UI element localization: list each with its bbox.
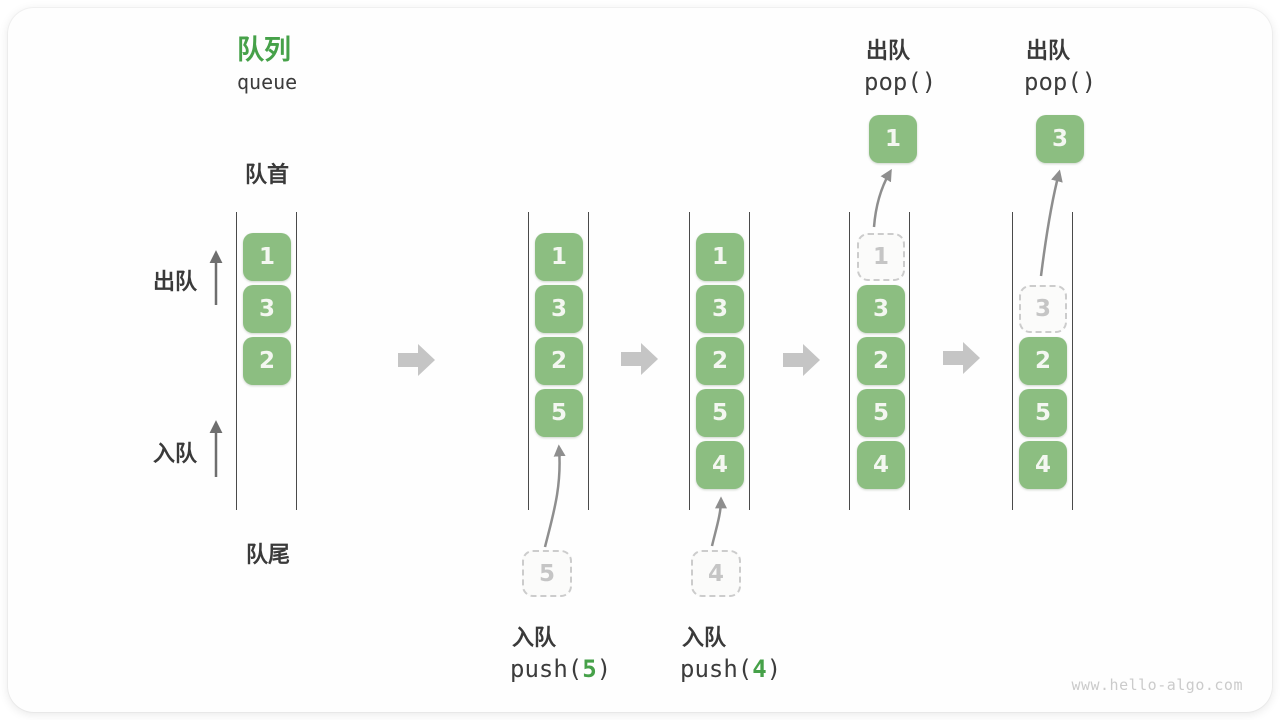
popped-cell: 3 (1036, 115, 1084, 163)
code-push: push(5) (510, 655, 611, 683)
queue-container-state1 (236, 212, 297, 510)
queue-cell: 2 (1019, 337, 1067, 385)
figure-card (8, 8, 1272, 712)
popped-cell: 1 (869, 115, 917, 163)
queue-cell: 3 (243, 285, 291, 333)
label-push-operation: 入队 (512, 626, 557, 651)
queue-cell: 2 (857, 337, 905, 385)
queue-cell: 5 (1019, 389, 1067, 437)
ghost-cell: 1 (857, 233, 905, 281)
label-pop-operation: 出队 (1026, 39, 1071, 64)
queue-cell: 4 (1019, 441, 1067, 489)
queue-cell: 4 (696, 441, 744, 489)
ghost-cell: 3 (1019, 285, 1067, 333)
label-enqueue: 入队 (153, 442, 198, 467)
code-push-close: ) (596, 655, 612, 683)
queue-cell: 2 (243, 337, 291, 385)
watermark: www.hello-algo.com (1071, 676, 1243, 694)
label-queue-rear: 队尾 (245, 543, 290, 568)
code-push-arg: 4 (752, 655, 767, 683)
code-pop: pop() (1024, 68, 1097, 96)
label-pop-operation: 出队 (866, 39, 911, 64)
queue-container-state3 (689, 212, 750, 510)
code-push-arg: 5 (582, 655, 597, 683)
code-push-close: ) (766, 655, 782, 683)
queue-cell: 1 (696, 233, 744, 281)
code-push: push(4) (680, 655, 781, 683)
code-pop: pop() (864, 68, 937, 96)
label-queue-front: 队首 (244, 163, 289, 188)
queue-cell: 5 (696, 389, 744, 437)
queue-cell: 3 (857, 285, 905, 333)
queue-cell: 5 (535, 389, 583, 437)
label-push-operation: 入队 (682, 626, 727, 651)
queue-cell: 3 (696, 285, 744, 333)
queue-cell: 2 (535, 337, 583, 385)
figure-subtitle: queue (237, 70, 298, 94)
code-push-fn: push( (680, 655, 753, 683)
queue-container-state2 (528, 212, 589, 510)
queue-cell: 1 (243, 233, 291, 281)
queue-container-state4 (849, 212, 910, 510)
code-push-fn: push( (510, 655, 583, 683)
queue-cell: 4 (857, 441, 905, 489)
queue-cell: 5 (857, 389, 905, 437)
incoming-cell: 4 (691, 550, 741, 597)
queue-cell: 3 (535, 285, 583, 333)
queue-cell: 2 (696, 337, 744, 385)
queue-container-state5 (1012, 212, 1073, 510)
incoming-cell: 5 (522, 550, 572, 597)
label-dequeue: 出队 (153, 270, 198, 295)
figure-title: 队列 (237, 35, 291, 66)
queue-cell: 1 (535, 233, 583, 281)
